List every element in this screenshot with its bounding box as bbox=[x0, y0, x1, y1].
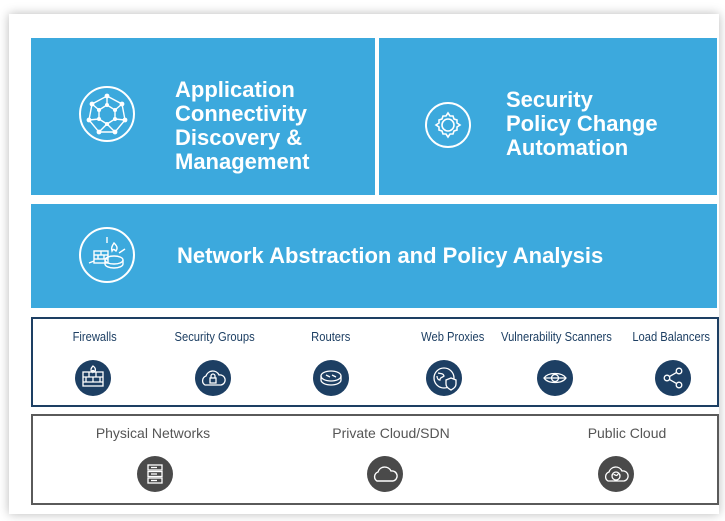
tech-label: Load Balancers bbox=[632, 329, 710, 344]
cloud-globe-icon bbox=[598, 456, 634, 492]
app-connectivity-block: Application Connectivity Discovery & Man… bbox=[31, 38, 375, 195]
tech-routers: Routers bbox=[281, 328, 381, 346]
router-icon bbox=[313, 360, 349, 396]
policy-automation-block: Security Policy Change Automation bbox=[379, 38, 717, 195]
network-sphere-icon bbox=[79, 86, 135, 142]
network-devices-icon bbox=[79, 227, 135, 283]
tech-label: Routers bbox=[311, 329, 351, 344]
network-abstraction-block: Network Abstraction and Policy Analysis bbox=[31, 204, 717, 308]
tech-firewalls: Firewalls bbox=[35, 328, 155, 346]
infra-public-cloud: Public Cloud bbox=[547, 425, 707, 443]
technologies-row: Firewalls Security Groups Routers bbox=[31, 317, 719, 407]
firewall-icon bbox=[75, 360, 111, 396]
server-rack-icon bbox=[137, 456, 173, 492]
eye-scan-icon bbox=[537, 360, 573, 396]
gear-cycle-icon bbox=[425, 102, 471, 148]
tech-label: Firewalls bbox=[72, 329, 118, 344]
infra-private-cloud: Private Cloud/SDN bbox=[311, 425, 471, 443]
infra-label: Physical Networks bbox=[95, 425, 211, 441]
tech-label: Security Groups bbox=[174, 329, 256, 344]
tech-label: Web Proxies bbox=[421, 329, 485, 344]
infra-physical-networks: Physical Networks bbox=[73, 425, 233, 443]
tech-vulnerability-scanners: Vulnerability Scanners bbox=[489, 328, 623, 346]
tech-load-balancers: Load Balancers bbox=[621, 328, 721, 346]
tech-security-groups: Security Groups bbox=[155, 328, 275, 346]
share-nodes-icon bbox=[655, 360, 691, 396]
architecture-diagram: Application Connectivity Discovery & Man… bbox=[9, 14, 719, 514]
cloud-icon bbox=[367, 456, 403, 492]
globe-shield-icon bbox=[426, 360, 462, 396]
cloud-lock-icon bbox=[195, 360, 231, 396]
infra-label: Private Cloud/SDN bbox=[332, 425, 450, 441]
tech-web-proxies: Web Proxies bbox=[393, 328, 513, 346]
app-connectivity-title: Application Connectivity Discovery & Man… bbox=[175, 77, 310, 174]
network-abstraction-title: Network Abstraction and Policy Analysis bbox=[177, 243, 604, 268]
policy-automation-title: Security Policy Change Automation bbox=[506, 87, 658, 160]
infra-label: Public Cloud bbox=[587, 425, 667, 441]
infrastructure-row: Physical Networks Private Cloud/SDN Publ… bbox=[31, 414, 719, 505]
tech-label: Vulnerability Scanners bbox=[500, 329, 612, 344]
